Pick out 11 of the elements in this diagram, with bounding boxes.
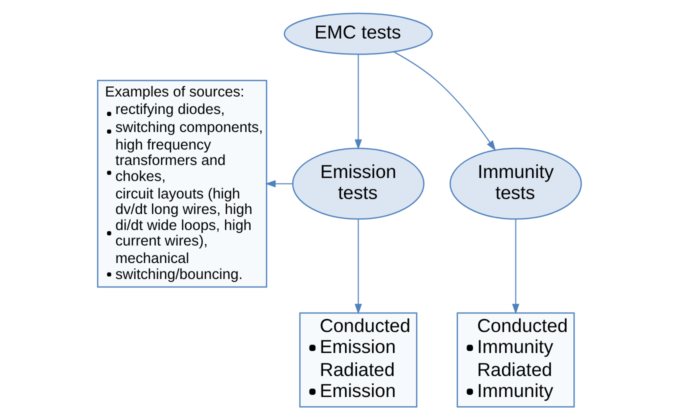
arrow xyxy=(354,218,362,314)
node-box: Conducted Immunity Radiated Immunity xyxy=(456,312,575,407)
arrow xyxy=(394,51,496,150)
arrow xyxy=(265,180,292,187)
node-box: Conducted Emission Radiated Emission xyxy=(299,312,418,407)
node-ellipse: EMC tests xyxy=(284,12,433,54)
node-box: Examples of sources: rectifying diodes, switching components, high frequency transformers and chokes, circuit layouts (high dv/dt long wires, high di/dt wide loops, high current wires), mechanical switching/bouncing. xyxy=(97,79,268,288)
node-ellipse: Emission tests xyxy=(292,147,424,220)
arrow xyxy=(512,218,520,314)
arrow xyxy=(354,54,362,150)
node-ellipse: Immunity tests xyxy=(450,147,582,220)
